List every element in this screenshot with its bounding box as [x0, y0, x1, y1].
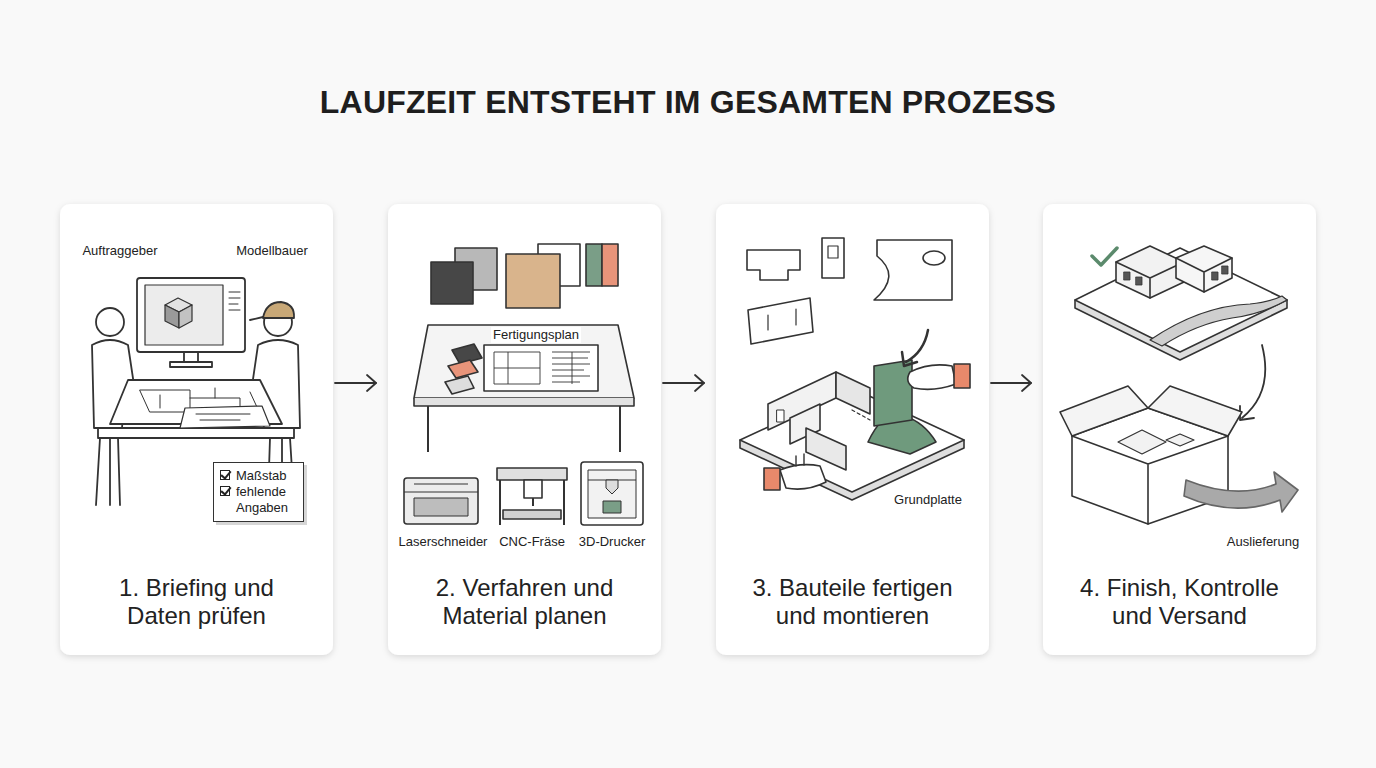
process-card: 4. Finish, Kontrolle und Versand	[1043, 204, 1316, 655]
illustration-label: 3D-Drucker	[579, 534, 645, 550]
checklist-item: Maßstab	[220, 468, 298, 484]
flow-arrow	[335, 375, 376, 391]
assembly-scene	[740, 238, 970, 500]
diagram-title: LAUFZEIT ENTSTEHT IM GESAMTEN PROZESS	[0, 84, 1376, 121]
flow-arrow	[663, 375, 704, 391]
process-card: 3. Bauteile fertigen und montieren	[716, 204, 989, 655]
illustration-label: Auslieferung	[1227, 534, 1299, 550]
flow-arrow	[991, 375, 1031, 391]
illustration-label: Auftraggeber	[82, 243, 157, 259]
planning-scene	[404, 244, 643, 525]
step-caption: 4. Finish, Kontrolle und Versand	[1072, 574, 1287, 630]
step-caption: 3. Bauteile fertigen und montieren	[745, 574, 960, 630]
illustration-label: Grundplatte	[894, 492, 962, 508]
illustration-label: Modellbauer	[236, 243, 308, 259]
illustration-label: Fertigungsplan	[491, 327, 581, 343]
step-caption: 1. Briefing und Daten prüfen	[89, 574, 304, 630]
briefing-scene	[92, 278, 300, 505]
shipping-scene	[1060, 246, 1298, 524]
card-backgrounds	[60, 204, 1316, 655]
illustration-label: CNC-Fräse	[499, 534, 565, 550]
checklist-item: fehlende Angaben	[220, 484, 298, 516]
step-caption: 2. Verfahren und Material planen	[417, 574, 632, 630]
process-card: 2. Verfahren und Material planen	[388, 204, 661, 655]
illustration-label: Laserschneider	[399, 534, 488, 550]
process-card: 1. Briefing und Daten prüfen Maßstabfehle…	[60, 204, 333, 655]
checklist-note: Maßstabfehlende Angaben	[213, 462, 304, 522]
